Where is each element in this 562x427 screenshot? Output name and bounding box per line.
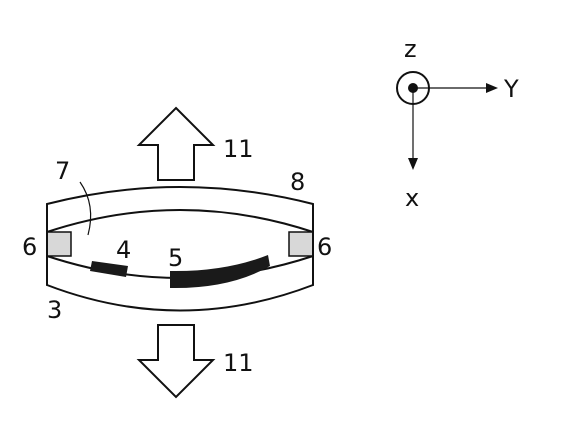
element-5 [170, 255, 270, 289]
coordinate-system: z Y x [396, 35, 519, 212]
ref-label-7: 7 [55, 157, 70, 185]
force-label-bottom: 11 [223, 349, 254, 377]
ref-label-6-right: 6 [317, 233, 332, 261]
force-arrow-up: 11 [136, 106, 254, 181]
down-arrow-icon [136, 324, 216, 399]
ref-label-4: 4 [116, 236, 131, 264]
up-arrow-icon [136, 106, 216, 181]
leader-line-7 [79, 181, 92, 236]
ref-label-8: 8 [290, 168, 305, 196]
axis-x-label: x [405, 184, 419, 212]
left-spacer [46, 231, 72, 257]
axis-z-label: z [404, 35, 417, 63]
ref-label-5: 5 [168, 244, 183, 272]
x-axis-arrowhead-icon [408, 158, 418, 170]
force-label-top: 11 [223, 135, 254, 163]
ref-label-3: 3 [47, 296, 62, 324]
ref-label-6-left: 6 [22, 233, 37, 261]
y-axis-arrowhead-icon [486, 83, 498, 93]
right-spacer [288, 231, 314, 257]
force-arrow-down: 11 [136, 324, 254, 399]
axis-y-label: Y [503, 75, 519, 103]
lens-body [46, 186, 314, 312]
element-4 [90, 261, 128, 277]
